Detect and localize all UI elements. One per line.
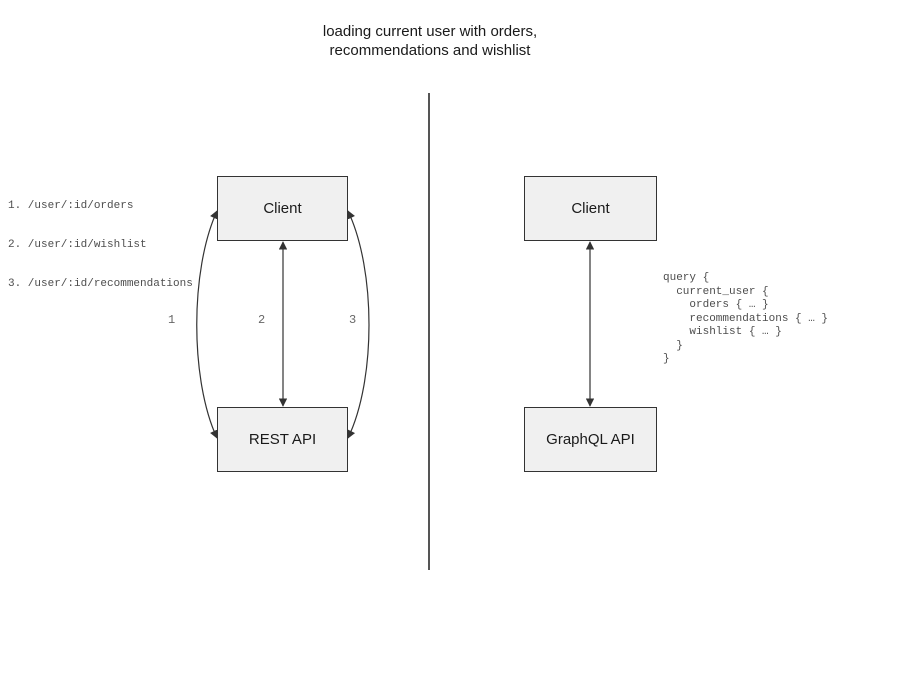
vertical-divider: [428, 93, 430, 570]
diagram-title-line1: loading current user with orders,: [322, 23, 538, 40]
rest-client-label: Client: [263, 200, 302, 217]
rest-arrow-1-curved-left: [196, 210, 218, 439]
rest-api-box: REST API: [217, 407, 348, 472]
rest-api-label: REST API: [248, 431, 317, 448]
diagram-title-line2: recommendations and wishlist: [329, 42, 531, 59]
graphql-query-text: query { current_user { orders { … } reco…: [663, 272, 829, 365]
graphql-client-label: Client: [571, 200, 610, 217]
rest-client-box: Client: [217, 176, 348, 241]
diagram-title: loading current user with orders, recomm…: [130, 22, 730, 60]
rest-arrow-label-2: 2: [258, 313, 266, 327]
rest-endpoint-recommendations: 3. /user/:id/recommendations: [8, 278, 193, 290]
rest-endpoint-wishlist: 2. /user/:id/wishlist: [8, 239, 147, 251]
graphql-client-box: Client: [524, 176, 657, 241]
rest-endpoint-list: 1. /user/:id/orders 2. /user/:id/wishlis…: [8, 174, 193, 317]
rest-arrow-label-1: 1: [168, 313, 176, 327]
graphql-api-box: GraphQL API: [524, 407, 657, 472]
graphql-api-label: GraphQL API: [546, 431, 635, 448]
rest-endpoint-orders: 1. /user/:id/orders: [8, 200, 134, 212]
rest-arrow-label-3: 3: [349, 313, 357, 327]
